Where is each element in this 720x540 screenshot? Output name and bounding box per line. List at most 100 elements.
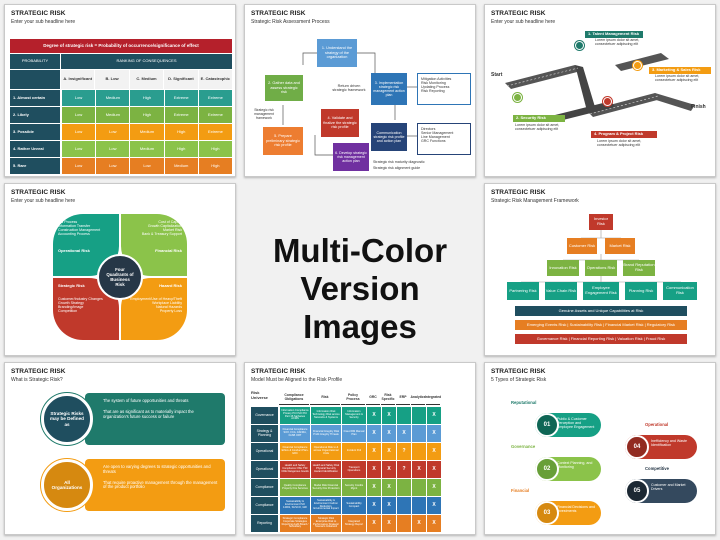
pyramid-box: Investor Risk: [589, 214, 613, 230]
process-step-3: 3. Implementation strategic risk managem…: [371, 73, 407, 105]
matrix-cell: Medium: [164, 158, 198, 174]
matrix-cell: High: [164, 124, 198, 140]
process-step-2: 2. Gather data and assess strategic risk: [265, 75, 303, 101]
type-text: Inefficiency and Waste Identification: [651, 439, 687, 448]
definition-panel-1: The system of future opportunities and t…: [85, 393, 225, 445]
type-number: 03: [535, 501, 559, 525]
universe-mark: ?: [397, 461, 411, 478]
finish-label: Finish: [691, 104, 706, 110]
matrix-cell: Low: [130, 158, 164, 174]
type-text: Public & Customer Perception and Employe…: [557, 417, 595, 430]
universe-cell: Financial Compliance Ethics & Conduct Pl…: [280, 443, 310, 460]
road-text-1: Lorem ipsum dolor sit amet, consectetuer…: [595, 38, 640, 47]
universe-row-label: Operational: [251, 443, 278, 460]
matrix-cell: High: [164, 141, 198, 157]
pyramid-box: Communication Risk: [663, 282, 697, 300]
universe-cell: Financial Compliance SOX, FCA, ASFMA, FA…: [280, 425, 310, 442]
slide-assessment-process[interactable]: STRATEGIC RISK Strategic Risk Assessment…: [244, 4, 476, 177]
universe-mark: X: [367, 443, 381, 460]
slide-four-quadrants[interactable]: STRATEGIC RISK Enter your sub headline h…: [4, 183, 236, 356]
matrix-cell: Extreme: [198, 90, 233, 106]
universe-row-label: Governance: [251, 407, 278, 424]
framework-note: Strategic risk management framework: [254, 108, 274, 120]
universe-cell: Information Risk Technology Risk across …: [311, 407, 341, 424]
audience-item: Line Management: [421, 135, 450, 140]
matrix-cell: Medium: [130, 141, 164, 157]
slide-risk-matrix[interactable]: STRATEGIC RISK Enter your sub headline h…: [4, 4, 236, 177]
process-step-4: 4. Validate and finalize the strategic r…: [321, 109, 359, 137]
universe-row-label: Compliance: [251, 497, 278, 514]
type-number: 05: [625, 479, 649, 503]
caption-line-1: Multi-Color: [272, 232, 448, 269]
quadrant-item: Natural Hazards: [156, 304, 182, 309]
universe-mark: [397, 479, 411, 496]
definition-text: That require proactive management throug…: [103, 479, 218, 490]
slide-subtitle: Model Must be Aligned to the Risk Profil…: [251, 377, 343, 383]
pyramid-box: Value Chain Risk: [545, 282, 577, 300]
universe-mark: X: [367, 425, 381, 442]
column-header: C. Medium: [129, 70, 164, 89]
definition-text: The system of future opportunities and t…: [103, 398, 189, 403]
definition-text: That are as significant as to materially…: [103, 408, 194, 419]
matrix-cell: Extreme: [198, 107, 233, 123]
universe-cell: Information Compliance Privacy PCI ISO P…: [280, 407, 310, 424]
actions-box: Mitigation Activities Risk Monitoring Up…: [417, 73, 471, 105]
universe-mark: X: [397, 425, 411, 442]
universe-column-header: Risk Specific: [381, 391, 395, 405]
universe-mark: X: [412, 515, 426, 532]
matrix-cell: Low: [96, 124, 130, 140]
quadrant-item: Property Loss: [159, 308, 182, 313]
road-label-2: 2. Security Risk: [513, 115, 565, 122]
slide-subtitle: Enter your sub headline here: [11, 19, 76, 25]
universe-cell: Operational Risk to & across Organizatio…: [311, 443, 341, 460]
universe-cell: Sustainability Compact: [342, 497, 366, 514]
slide-subtitle: Enter your sub headline here: [491, 19, 556, 25]
guide-bullet: Strategic risk maturity diagnostic: [373, 160, 425, 164]
universe-column-header: GRC: [366, 391, 380, 405]
quadrant-center: Four Quadrants of Business Risk: [97, 254, 143, 300]
quadrant-item: Growth Strategy: [58, 300, 84, 305]
slide-definition[interactable]: STRATEGIC RISK What is Strategic Risk? T…: [4, 362, 236, 535]
slide-road-map[interactable]: STRATEGIC RISK Enter your sub headline h…: [484, 4, 716, 177]
road-pin-1: [575, 41, 584, 50]
universe-mark: X: [427, 479, 441, 496]
universe-mark: X: [367, 407, 381, 424]
slide-five-types[interactable]: STRATEGIC RISK 5 Types of Strategic Risk…: [484, 362, 716, 535]
matrix-row-label: 4. Rather Unreal: [10, 141, 60, 157]
matrix-cell: Low: [62, 158, 96, 174]
universe-mark: X: [382, 407, 396, 424]
corner-cell: [10, 70, 60, 89]
type-head: Competitive: [645, 466, 669, 471]
matrix-cell: High: [130, 107, 164, 123]
matrix-cell: Low: [62, 141, 96, 157]
matrix-cell: Low: [62, 124, 96, 140]
matrix-cell: Low: [96, 158, 130, 174]
universe-cell: Transport Operations: [342, 461, 366, 478]
universe-row-label: Strategy & Planning: [251, 425, 278, 442]
audience-box: Directors Senior Management Line Managem…: [417, 123, 471, 155]
actions-item: Updating Process: [421, 85, 450, 90]
universe-cell: Incident Poli: [342, 443, 366, 460]
quadrant-item: Bank & Treasury Support: [141, 232, 182, 237]
road-pin-2: [513, 93, 522, 102]
matrix-cell: High: [130, 90, 164, 106]
start-label: Start: [491, 72, 503, 78]
universe-mark: X: [367, 461, 381, 478]
slide-framework-pyramid[interactable]: STRATEGIC RISK Strategic Risk Management…: [484, 183, 716, 356]
matrix-cell: Low: [96, 141, 130, 157]
universe-mark: [397, 407, 411, 424]
matrix-cell: Extreme: [198, 124, 233, 140]
universe-mark: [397, 497, 411, 514]
universe-mark: X: [367, 497, 381, 514]
slide-risk-universe[interactable]: STRATEGIC RISK Model Must be Aligned to …: [244, 362, 476, 535]
universe-cell: Strategic Compliance Corporate Strategie…: [280, 515, 310, 532]
universe-column-header: Policy Process: [341, 391, 365, 405]
table-corner: Risk Universe: [251, 390, 268, 400]
pyramid-box: Customer Risk: [567, 238, 597, 254]
universe-row-label: Operational: [251, 461, 278, 478]
